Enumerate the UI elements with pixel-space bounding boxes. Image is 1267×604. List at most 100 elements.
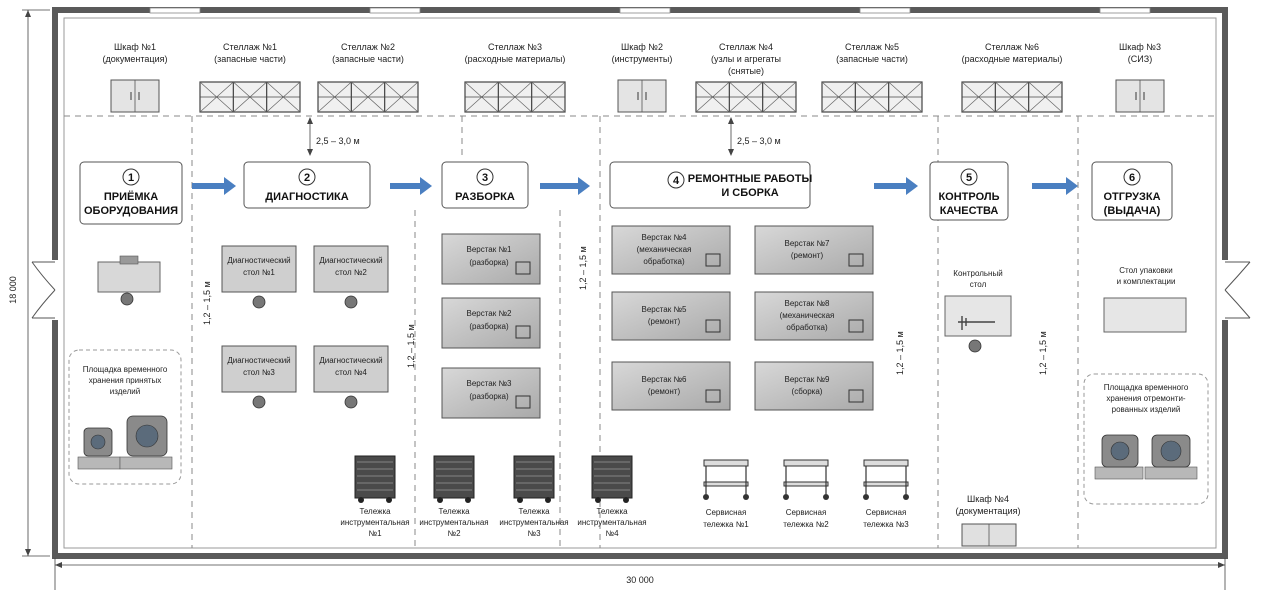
process-stages: 1ПРИЁМКАОБОРУДОВАНИЯ2ДИАГНОСТИКА3РАЗБОРК…: [79, 161, 1173, 225]
service-cart-3-label-1: Сервисная: [866, 508, 907, 517]
rack4-label-2: (узлы и агрегаты: [711, 54, 781, 64]
disassembly-bench-2: Верстак №2(разборка): [441, 297, 541, 349]
flow-arrow-4: [874, 177, 918, 195]
tool-cart-2-label-3: №2: [447, 529, 461, 538]
stage-5-number: 5: [966, 172, 972, 184]
flow-arrow-1: [192, 177, 236, 195]
rack5-shelving-rack: Стеллаж №5(запасные части): [821, 42, 923, 113]
stage-2-title-1: ДИАГНОСТИКА: [265, 191, 348, 203]
diagnostic-table-2: Диагностический стол №2: [313, 245, 389, 309]
repair-bench-6-label-1: Верстак №9: [784, 375, 830, 384]
zone-dim-5: 1,2 – 1,5 м: [1038, 331, 1048, 375]
dimension-height: 18 000: [8, 9, 50, 557]
aisle-dim-label-2: 2,5 – 3,0 м: [737, 136, 781, 146]
repaired-equipment-icon: [1094, 434, 1198, 480]
repair-bench-4-label-2: (механическая: [780, 311, 835, 320]
width-dimension-label: 30 000: [626, 575, 654, 585]
ship-area-label-2: хранения отремонти-: [1106, 394, 1186, 403]
rack3-label-2: (расходные материалы): [465, 54, 566, 64]
repair-benches: Верстак №4(механическаяобработка)Верстак…: [611, 225, 874, 411]
disassembly-benches: Верстак №1(разборка) Верстак №2(разборка)…: [441, 233, 541, 419]
repair-bench-6-label-2: (сборка): [792, 387, 823, 396]
repair-bench-1-label-2: (механическая: [637, 245, 692, 254]
diagnostic-table-2-label-2: стол №2: [335, 268, 367, 277]
stage-1-title-1: ПРИЁМКА: [104, 190, 158, 203]
shipping-storage-area: Площадка временного хранения отремонти- …: [1083, 373, 1209, 505]
repair-bench-2-label-1: Верстак №7: [784, 239, 830, 248]
diagnostic-table-4-label-1: Диагностический: [319, 356, 382, 365]
stage-5-title-1: КОНТРОЛЬ: [938, 191, 999, 203]
flow-arrow-5: [1032, 177, 1078, 195]
service-cart-3-label-2: тележка №3: [863, 520, 909, 529]
stage-4-number: 4: [673, 175, 680, 187]
service-cart-1-label-1: Сервисная: [706, 508, 747, 517]
intake-area-label-2: хранения принятых: [89, 376, 162, 385]
flow-arrow-3: [540, 177, 590, 195]
cabinet-4-label-1: Шкаф №4: [967, 494, 1009, 504]
diagnostic-table-1-label-1: Диагностический: [227, 256, 290, 265]
disassembly-bench-1: Верстак №1(разборка): [441, 233, 541, 285]
rack3-shelving-rack: Стеллаж №3(расходные материалы): [464, 42, 566, 113]
cab2-label-1: Шкаф №2: [621, 42, 663, 52]
stage-1-title-2: ОБОРУДОВАНИЯ: [84, 205, 178, 217]
tool-cart-2-label-2: инструментальная: [419, 518, 488, 527]
door-left: [31, 261, 56, 319]
disassembly-bench-3-label-1: Верстак №3: [466, 379, 512, 388]
cab1-label-2: (документация): [103, 54, 168, 64]
zone-dim-2: 1,2 – 1,5 м: [406, 324, 416, 368]
repair-bench-3-label-2: (ремонт): [648, 317, 681, 326]
intake-area-label-1: Площадка временного: [83, 365, 168, 374]
tool-cart-3-label-3: №3: [527, 529, 541, 538]
stage-6-title-1: ОТГРУЗКА: [1103, 191, 1160, 203]
service-cart-2-label-2: тележка №2: [783, 520, 829, 529]
packing-table: Стол упаковки и комплектации: [1103, 266, 1187, 333]
equipment-on-pallet-icon: [77, 415, 173, 470]
cab2-label-2: (инструменты): [612, 54, 673, 64]
cab2-cabinet: Шкаф №2 (инструменты): [612, 42, 673, 113]
rack6-label-1: Стеллаж №6: [985, 42, 1039, 52]
aisle-dim-1: 2,5 – 3,0 м: [307, 117, 360, 156]
door-right: [1224, 261, 1251, 319]
control-table: Контрольный стол: [944, 269, 1012, 353]
tool-carts: Тележкаинструментальная№1Тележкаинструме…: [340, 455, 647, 538]
flow-arrow-2: [390, 177, 432, 195]
repair-bench-3: Верстак №5(ремонт): [611, 291, 731, 341]
aisle-dim-2: 2,5 – 3,0 м: [728, 117, 781, 156]
cab3-cabinet: Шкаф №3(СИЗ): [1115, 42, 1165, 113]
tool-cart-3-label-2: инструментальная: [499, 518, 568, 527]
service-cart-2-label-1: Сервисная: [786, 508, 827, 517]
rack2-shelving-rack: Стеллаж №2(запасные части): [317, 42, 419, 113]
disassembly-bench-3: Верстак №3 (разборка): [441, 367, 541, 419]
tool-cart-4-label-1: Тележка: [596, 507, 628, 516]
cabinet-4-label-2: (документация): [956, 506, 1021, 516]
tool-cart-4-label-3: №4: [605, 529, 619, 538]
repair-bench-4-label-1: Верстак №8: [784, 299, 830, 308]
stage-3-title-1: РАЗБОРКА: [455, 191, 515, 203]
diagnostic-table-2-label-1: Диагностический: [319, 256, 382, 265]
walls: [50, 7, 1231, 559]
stage-1-number: 1: [128, 172, 134, 184]
stage-5-title-2: КАЧЕСТВА: [940, 205, 999, 217]
cab3-label-2: (СИЗ): [1128, 54, 1152, 64]
tool-cart-2-label-1: Тележка: [438, 507, 470, 516]
service-cart-2: Сервисная тележка №2: [783, 459, 829, 529]
repair-bench-4-label-3: обработка): [786, 323, 828, 332]
stage-2-number: 2: [304, 172, 310, 184]
cab1-label-1: Шкаф №1: [114, 42, 156, 52]
stage-6-title-2: (ВЫДАЧА): [1104, 205, 1161, 217]
rack6-shelving-rack: Стеллаж №6(расходные материалы): [961, 42, 1063, 113]
intake-table: [97, 255, 161, 306]
diagnostic-table-3-label-2: стол №3: [243, 368, 275, 377]
disassembly-bench-3-label-2: (разборка): [469, 392, 509, 401]
